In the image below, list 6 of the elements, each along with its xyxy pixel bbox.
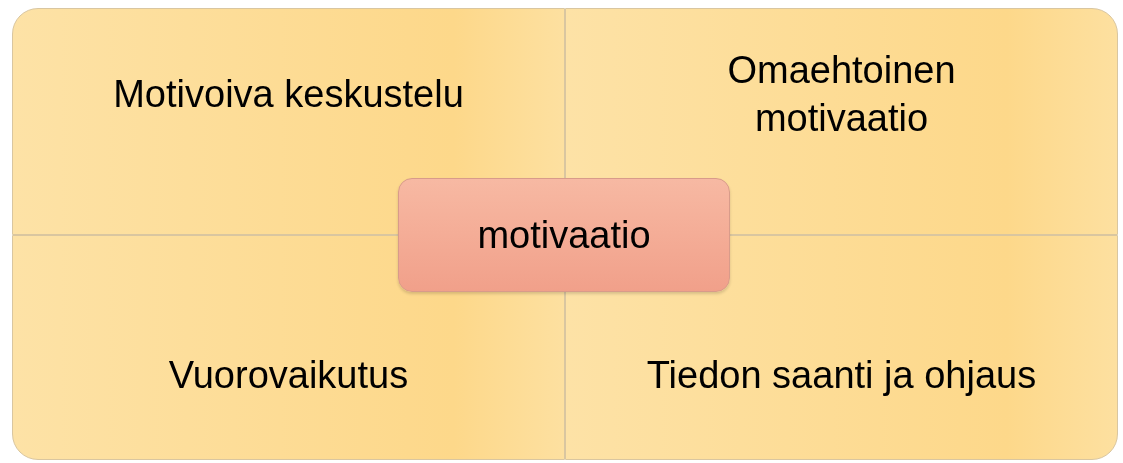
node-label: Vuorovaikutus bbox=[168, 352, 409, 398]
node-label: Motivoiva keskustelu bbox=[113, 72, 464, 117]
node-label: motivaatio bbox=[477, 213, 651, 257]
center-box bbox=[398, 178, 730, 292]
node-label: Tiedon saanti ja ohjaus bbox=[646, 352, 1037, 398]
node-label: Omaehtoinen motivaatio bbox=[726, 48, 957, 141]
